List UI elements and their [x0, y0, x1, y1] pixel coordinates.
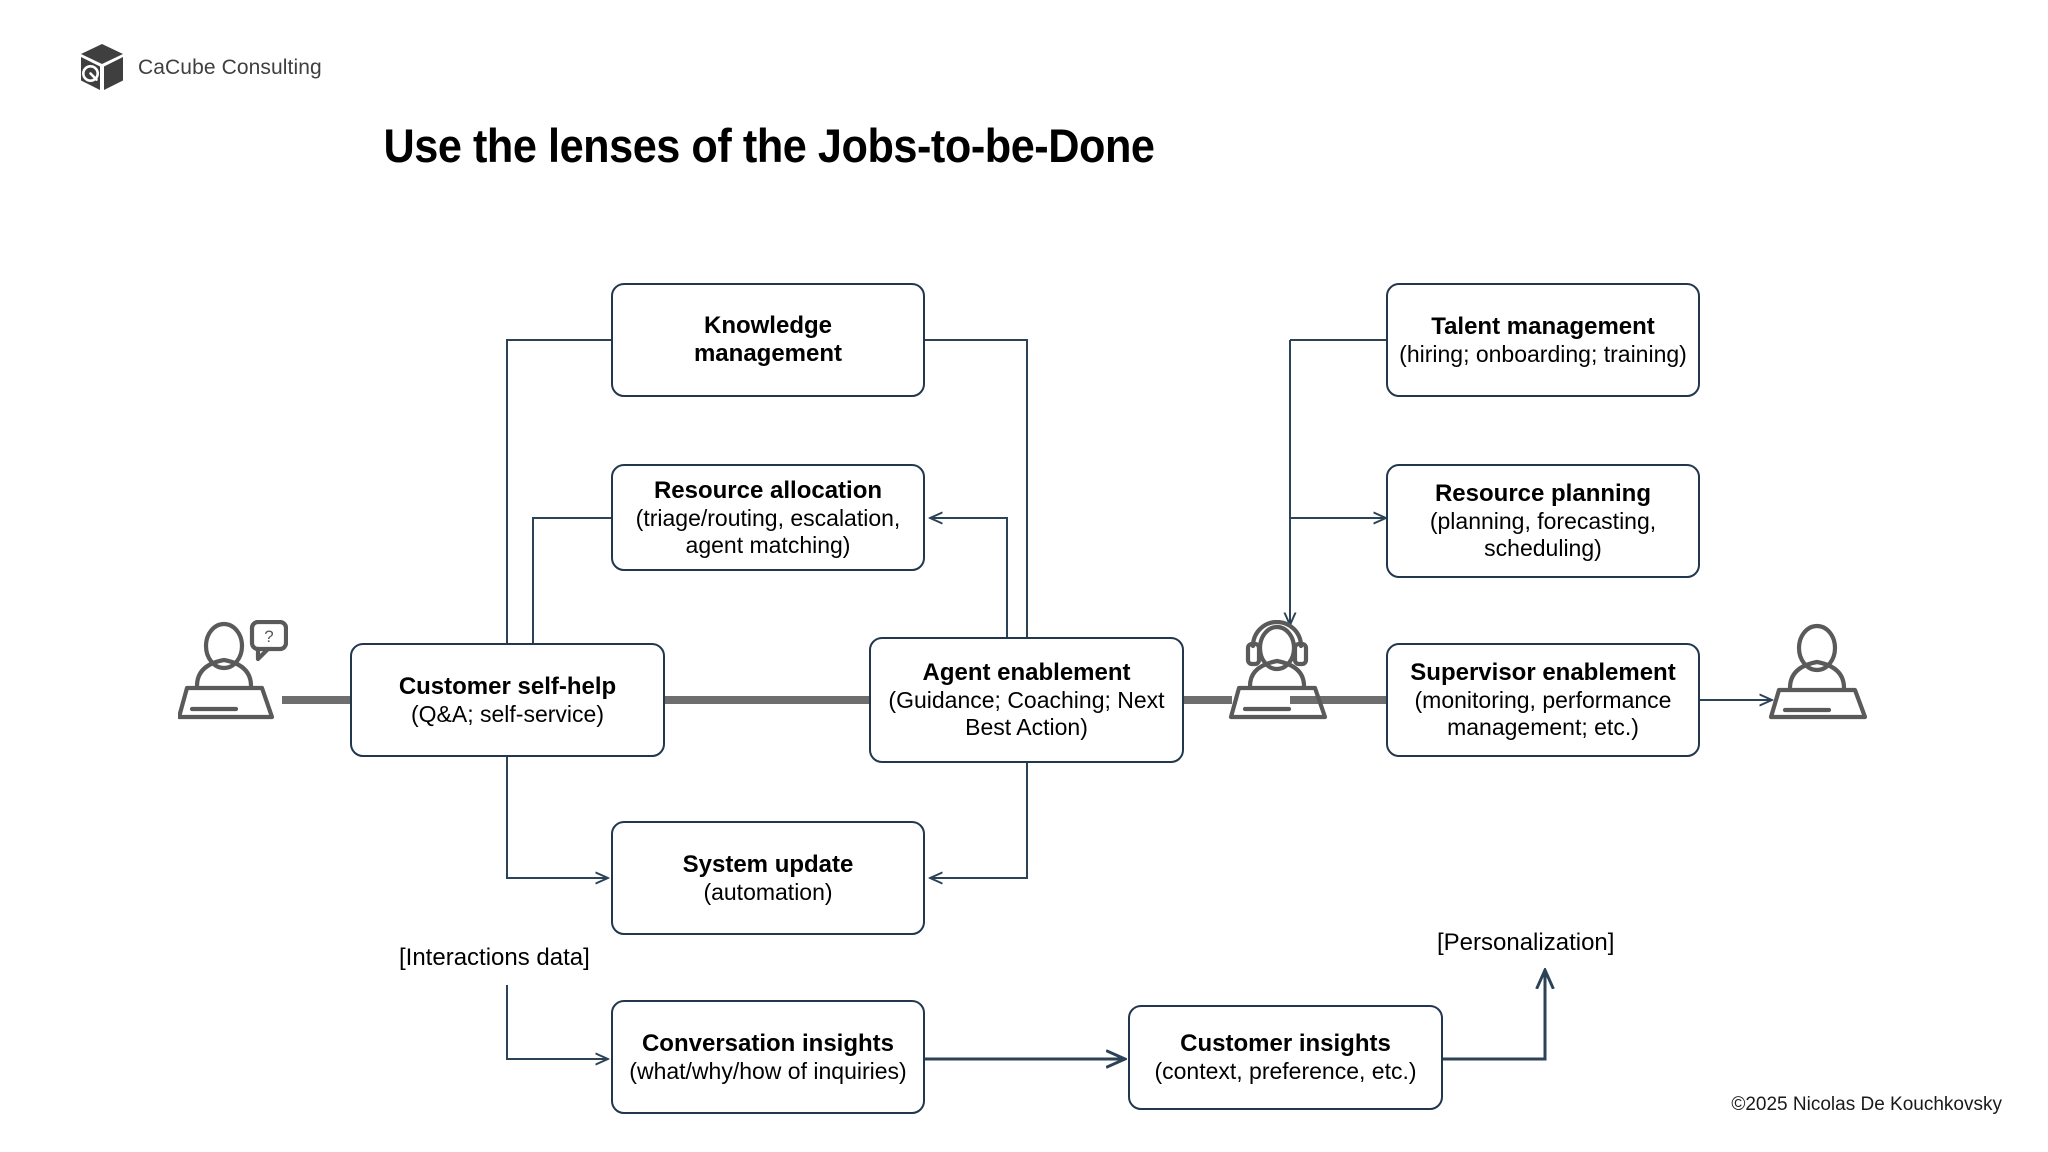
node-resource-planning[interactable]: Resource planning (planning, forecasting…	[1386, 464, 1700, 578]
copyright-notice: ©2025 Nicolas De Kouchkovsky	[1731, 1094, 2002, 1115]
node-subtitle: (what/why/how of inquiries)	[629, 1057, 907, 1084]
node-title: System update	[682, 850, 854, 878]
node-subtitle: (automation)	[703, 878, 833, 905]
node-system-update[interactable]: System update (automation)	[611, 821, 925, 935]
page-title: Use the lenses of the Jobs-to-be-Done	[383, 119, 1155, 172]
node-subtitle: (hiring; onboarding; training)	[1399, 340, 1687, 367]
node-supervisor-enablement[interactable]: Supervisor enablement (monitoring, perfo…	[1386, 643, 1700, 757]
node-subtitle: (context, preference, etc.)	[1154, 1058, 1417, 1085]
node-conversation-insights[interactable]: Conversation insights (what/why/how of i…	[611, 1000, 925, 1114]
node-subtitle: (planning, forecasting, scheduling)	[1429, 508, 1657, 562]
node-customer-insights[interactable]: Customer insights (context, preference, …	[1128, 1005, 1443, 1110]
question-glyph: ?	[264, 627, 273, 646]
node-title: Resource planning	[1434, 480, 1652, 508]
label-personalization: [Personalization]	[1437, 929, 1615, 956]
node-resource-allocation[interactable]: Resource allocation (triage/routing, esc…	[611, 464, 925, 571]
node-title: Supervisor enablement	[1410, 659, 1676, 687]
cube-logo-icon	[81, 44, 123, 90]
node-title: Customer self-help	[398, 672, 617, 700]
node-agent-enablement[interactable]: Agent enablement (Guidance; Coaching; Ne…	[869, 637, 1184, 763]
node-title: Knowledge	[703, 311, 832, 339]
node-title: Talent management	[1431, 312, 1655, 340]
brand-logo: CaCube Consulting	[78, 42, 322, 94]
node-subtitle: (triage/routing, escalation, agent match…	[635, 504, 901, 558]
node-knowledge-management[interactable]: Knowledge management	[611, 283, 925, 397]
node-subtitle: (Guidance; Coaching; Next Best Action)	[888, 687, 1165, 741]
node-subtitle: (Q&A; self-service)	[411, 700, 604, 727]
agent-actor-icon	[1228, 620, 1328, 720]
node-title-line2: management	[693, 340, 843, 367]
node-title: Conversation insights	[641, 1029, 895, 1057]
node-subtitle: (monitoring, performance management; etc…	[1414, 687, 1672, 741]
node-talent-management[interactable]: Talent management (hiring; onboarding; t…	[1386, 283, 1700, 397]
customer-actor-icon: ?	[178, 620, 288, 720]
thin-connectors	[506, 339, 1772, 1059]
node-title: Agent enablement	[922, 659, 1131, 687]
node-title: Resource allocation	[653, 476, 883, 504]
node-title: Customer insights	[1180, 1030, 1391, 1057]
node-customer-self-help[interactable]: Customer self-help (Q&A; self-service)	[350, 643, 665, 757]
supervisor-actor-icon	[1768, 623, 1868, 720]
brand-name: CaCube Consulting	[138, 56, 322, 79]
label-interactions-data: [Interactions data]	[399, 944, 590, 971]
